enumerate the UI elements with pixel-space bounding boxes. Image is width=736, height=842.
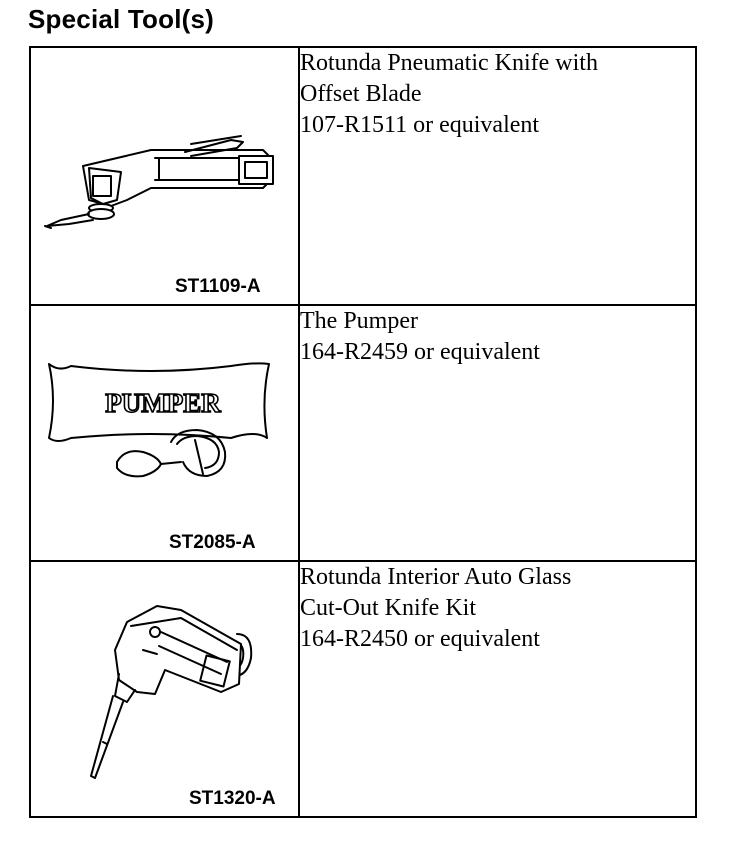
tool-name-line: Cut-Out Knife Kit — [300, 595, 476, 621]
tool-code: ST1320-A — [189, 788, 276, 809]
tool-name-line: Offset Blade — [300, 81, 422, 107]
page-title: Special Tool(s) — [28, 4, 214, 34]
tool-image-cell: ST1320-A — [29, 560, 300, 818]
pumper-label: PUMPER — [105, 388, 221, 418]
tool-part-number: 164-R2459 or equivalent — [300, 339, 540, 365]
tool-code: ST2085-A — [169, 532, 256, 553]
tool-part-number: 164-R2450 or equivalent — [300, 626, 540, 652]
tool-name-line: Rotunda Interior Auto Glass — [300, 564, 572, 590]
tool-image-cell: ST1109-A — [29, 46, 300, 306]
special-tools-table: ST1109-A Rotunda Pneumatic Knife with Of… — [29, 46, 697, 818]
tool-part-number: 107-R1511 or equivalent — [300, 112, 540, 138]
table-row: ST1320-A Rotunda Interior Auto Glass Cut… — [29, 560, 697, 818]
tool-description-cell: Rotunda Interior Auto Glass Cut-Out Knif… — [298, 560, 697, 818]
tool-description-cell: The Pumper 164-R2459 or equivalent — [298, 304, 697, 562]
tool-name-line: The Pumper — [300, 308, 418, 334]
pumper-icon: PUMPER — [48, 362, 270, 478]
table-row: PUMPER ST2085-A The Pumper 164-R2459 or … — [29, 304, 697, 562]
tool-image-cell: PUMPER ST2085-A — [29, 304, 300, 562]
tool-code: ST1109-A — [175, 276, 261, 297]
cut-out-knife-icon — [90, 605, 253, 779]
table-row: ST1109-A Rotunda Pneumatic Knife with Of… — [29, 46, 697, 306]
tool-name-line: Rotunda Pneumatic Knife with — [300, 50, 598, 76]
tool-description-cell: Rotunda Pneumatic Knife with Offset Blad… — [298, 46, 697, 306]
pneumatic-knife-icon — [44, 135, 274, 229]
